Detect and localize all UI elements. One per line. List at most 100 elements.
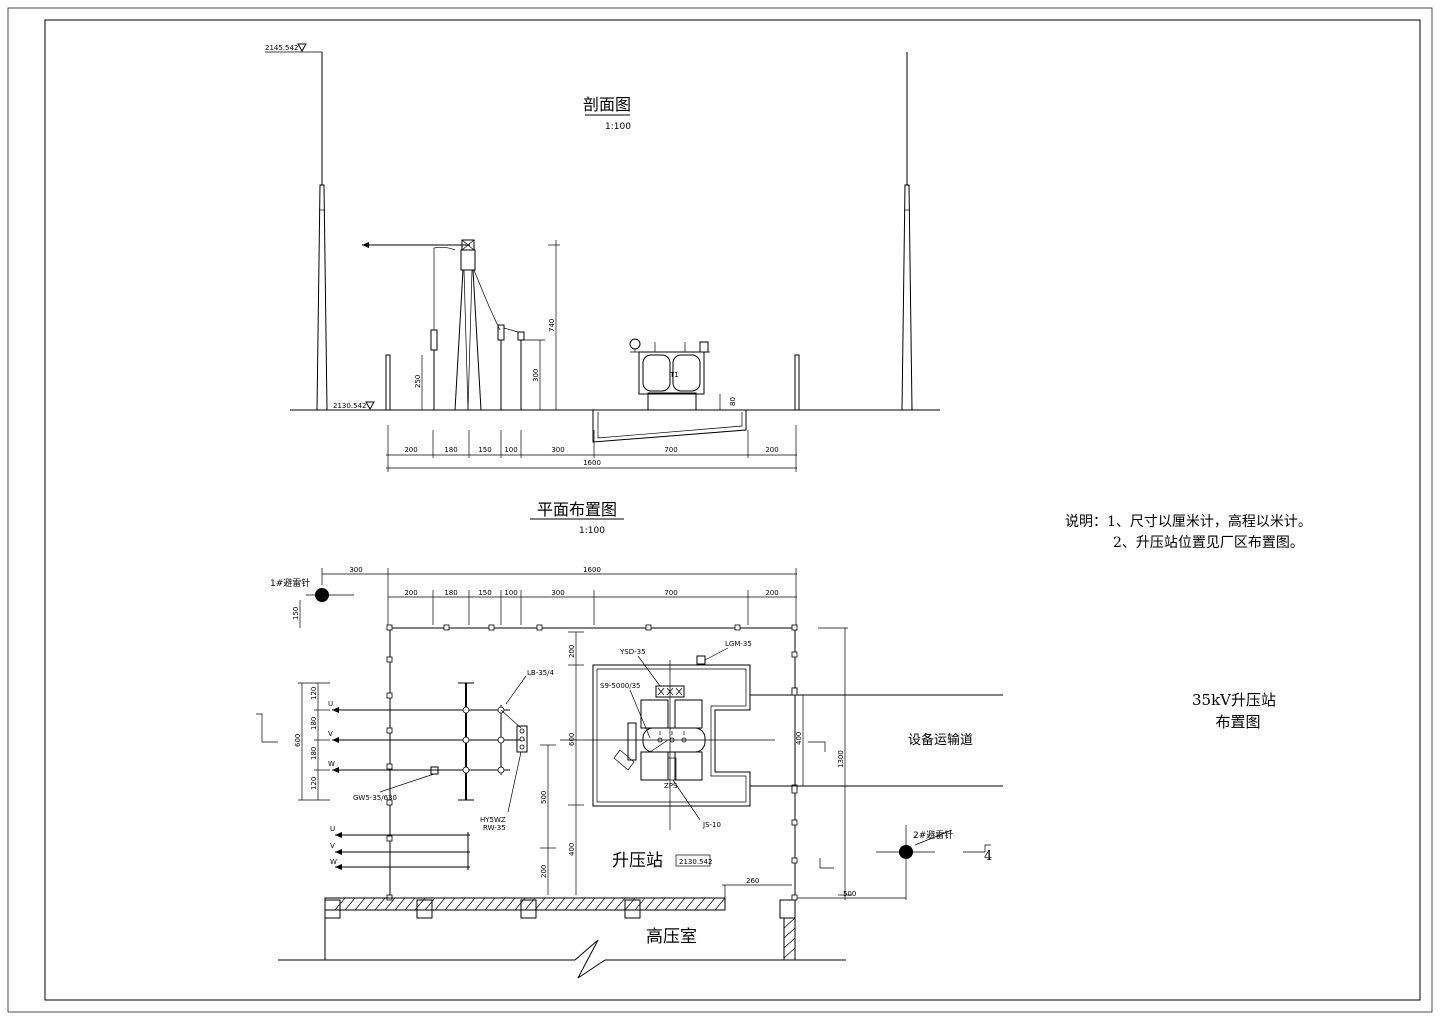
- rw-label: RW-35: [483, 824, 506, 832]
- arrester-box: [516, 725, 528, 753]
- dim-200b-text: 200: [540, 865, 548, 878]
- outer-frame: [7, 7, 1433, 1013]
- sec-dim-total: 1600: [583, 459, 601, 467]
- sec-dim-0: 200: [404, 446, 417, 454]
- js-label: JS-10: [702, 821, 721, 829]
- title-line-1: 35kV升压站: [1192, 691, 1276, 709]
- gantry-node-w: [462, 766, 470, 774]
- phase-v-bottom: V: [330, 842, 335, 850]
- incoming-arrow: [362, 242, 369, 248]
- plan-dim-3: 100: [504, 589, 517, 597]
- arrester-node-2: [519, 736, 525, 742]
- sec-dim-1: 180: [444, 446, 457, 454]
- section-view: 剖面图 1:100 2145.542 2130.542: [265, 43, 940, 472]
- lb-label: LB-35/4: [527, 669, 554, 677]
- road-label: 设备运输道: [908, 732, 973, 748]
- road-post-bottom: [791, 785, 798, 794]
- ysd-leader: [637, 655, 661, 687]
- elev-ground-label: 2130.542: [333, 402, 366, 410]
- dim-200a-text: 200: [568, 645, 576, 658]
- gantry-node-u: [462, 706, 470, 714]
- note-line-1: 说明：1、尺寸以厘米计，高程以米计。: [1065, 513, 1312, 530]
- plan-dim-0: 200: [404, 589, 417, 597]
- dim-80-text: 80: [729, 397, 737, 406]
- rw-leader: [507, 751, 522, 813]
- plan-view: 平面布置图 1:100 300 1600 200 180 150 100 300…: [256, 500, 1003, 979]
- plan-dim-l1: 180: [310, 717, 318, 730]
- hv-room-wall: [278, 885, 846, 979]
- sec-dim-4: 300: [551, 446, 564, 454]
- phase-lines-top: [332, 707, 525, 773]
- note-line-2: 2、升压站位置见厂区布置图。: [1113, 535, 1304, 551]
- plan-title: 平面布置图: [537, 500, 617, 519]
- sec-dim-5: 700: [664, 446, 677, 454]
- dim-740-text: 740: [548, 319, 556, 332]
- hv-room-label: 高压室: [646, 927, 697, 947]
- plan-dim-l2: 180: [310, 747, 318, 760]
- switch-lead: [500, 709, 522, 729]
- plan-left-dims: [298, 682, 330, 801]
- elev-top-triangle: [297, 43, 307, 53]
- sec-dim-2: 150: [478, 446, 491, 454]
- phase-w-bottom: W: [330, 858, 337, 866]
- ss-label: S9-5000/35: [600, 682, 641, 690]
- section-cut-left: [256, 713, 278, 743]
- elev-ground-triangle: [365, 401, 375, 411]
- plan-dim-2: 150: [478, 589, 491, 597]
- fence: [389, 627, 796, 895]
- station-elev: 2130.542: [679, 858, 712, 866]
- dim-400-text: 400: [568, 843, 576, 856]
- gantry-frame: [454, 239, 482, 411]
- dim-150-text: 150: [292, 607, 300, 620]
- section-dim-chain: [386, 425, 797, 472]
- switch-node-v: [497, 736, 505, 744]
- lightning-rod-1-label: 1#避雷针: [270, 577, 310, 589]
- section-title: 剖面图: [583, 95, 631, 114]
- arrester-column: [430, 246, 456, 410]
- title-block: 35kV升压站 布置图: [1192, 691, 1276, 731]
- plan-dim-600: 600: [294, 734, 302, 747]
- lb-leader: [505, 675, 527, 705]
- phase-u-top: U: [328, 700, 333, 708]
- dim-500-text: 500: [540, 791, 548, 804]
- disconnect-switch: [473, 269, 525, 410]
- arrester-node-1: [519, 728, 525, 734]
- gw-leader: [379, 773, 435, 793]
- switch-node-w: [497, 766, 505, 774]
- lightning-rod-2-leader: [914, 829, 953, 846]
- transformer-label: T1: [669, 371, 679, 379]
- section-scale: 1:100: [605, 122, 631, 132]
- plan-scale: 1:100: [579, 526, 605, 536]
- plan-dim-1: 180: [444, 589, 457, 597]
- ysd-label: YSD-35: [619, 648, 646, 656]
- dim-250-text: 250: [414, 375, 422, 388]
- dim-300-text: 300: [532, 369, 540, 382]
- section-cut-right-b: [963, 844, 991, 853]
- gantry-node-v: [462, 736, 470, 744]
- road-post-top: [791, 687, 798, 696]
- dim-500-right: 500: [843, 890, 856, 898]
- right-mast-body: [901, 184, 913, 411]
- plan-dim-total: 1600: [583, 566, 601, 574]
- fence-posts: [386, 624, 798, 901]
- left-mast-body: [316, 184, 328, 411]
- plan-dim-chain: [321, 568, 797, 625]
- gw-switch-box: [430, 766, 439, 775]
- drawing-frame: [44, 19, 1421, 1001]
- lightning-rod-2-label: 2#避雷针: [913, 829, 953, 841]
- sec-dim-3: 100: [504, 446, 517, 454]
- phase-lines-bottom: [335, 832, 470, 870]
- plan-dim-300: 300: [349, 566, 362, 574]
- sec-dim-6: 200: [765, 446, 778, 454]
- plan-dim-5: 700: [664, 589, 677, 597]
- fence-post-right: [794, 354, 800, 411]
- lgm-label: LGM-35: [725, 640, 752, 648]
- js-leader: [672, 779, 701, 821]
- notes: 说明：1、尺寸以厘米计，高程以米计。 2、升压站位置见厂区布置图。: [1065, 513, 1312, 551]
- transformer-section: T1: [629, 338, 710, 411]
- station-elev-box: [675, 854, 711, 867]
- section-cut-right-a: [819, 858, 834, 869]
- oil-pit: [592, 409, 750, 443]
- phase-u-bottom: U: [330, 825, 335, 833]
